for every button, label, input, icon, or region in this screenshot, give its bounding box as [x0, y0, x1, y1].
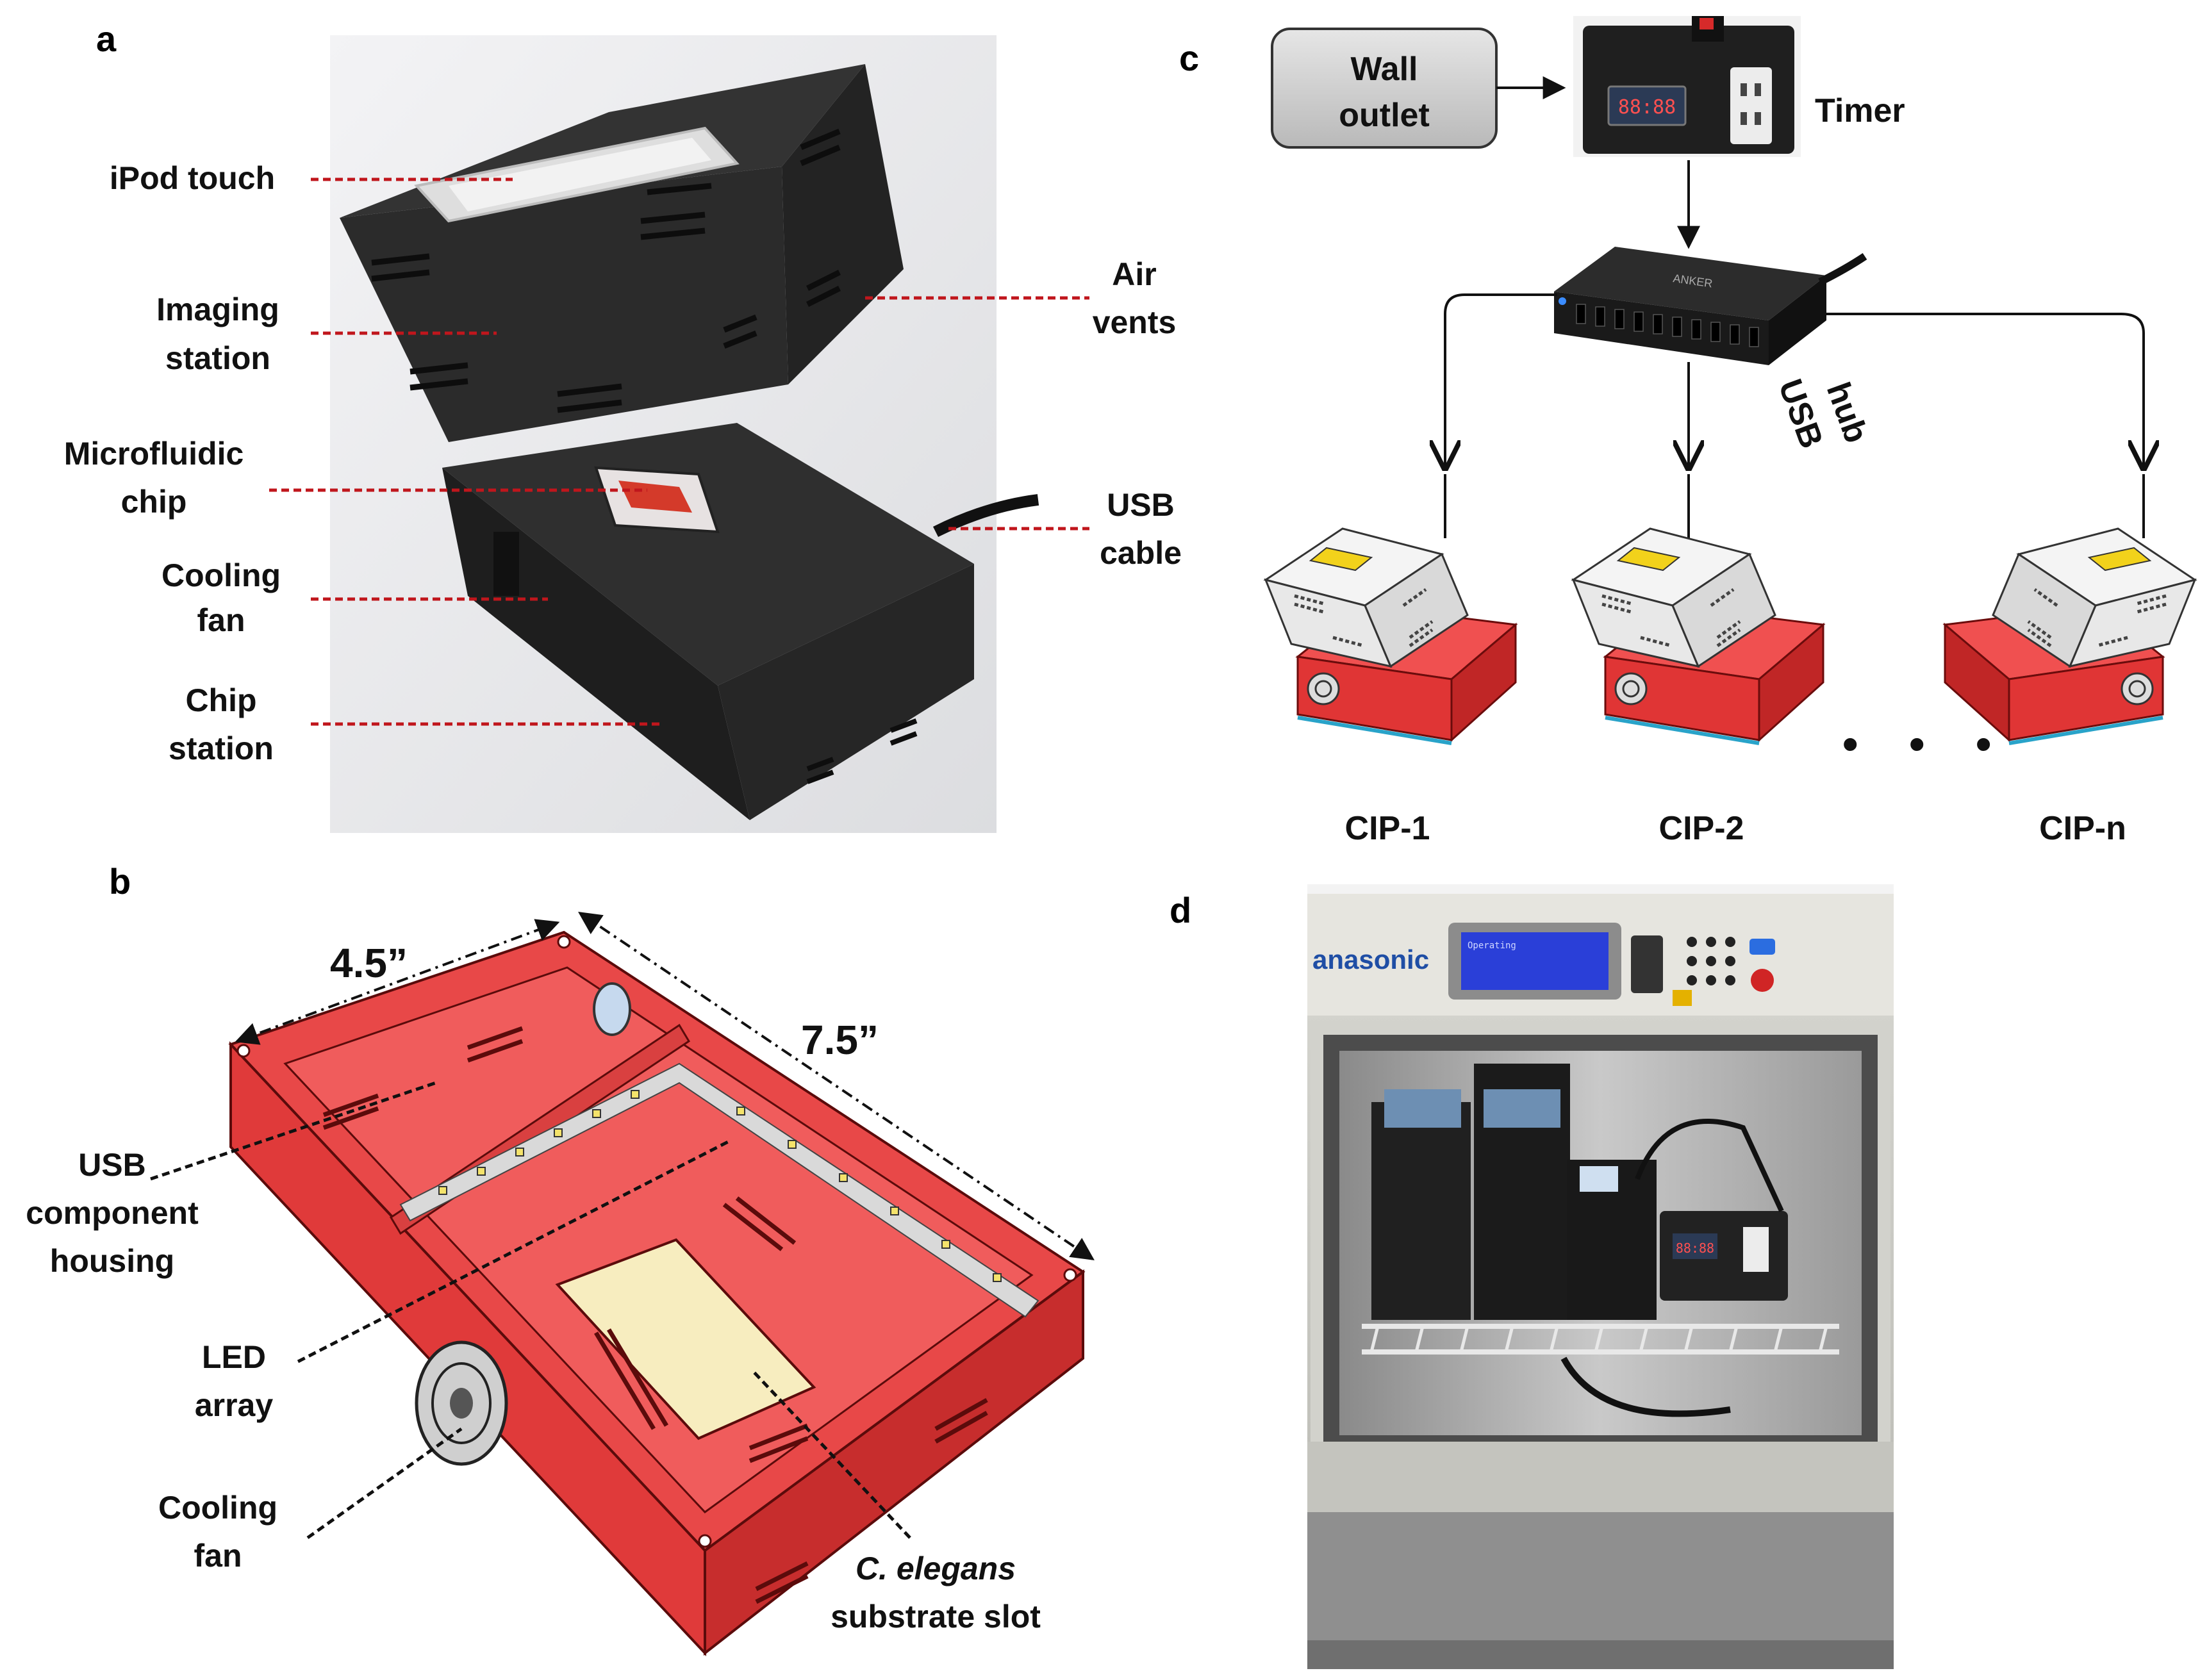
cip-n-render	[1945, 529, 2195, 743]
incubator-brand: anasonic	[1312, 944, 1429, 975]
hub-branch-arrows	[1445, 293, 2144, 538]
panel-a-photo	[330, 35, 1039, 833]
panel-letter-a: a	[96, 19, 117, 59]
timer-display: 88:88	[1618, 96, 1676, 119]
timer-device: 88:88	[1573, 16, 1801, 157]
dimension-length-line	[578, 911, 1095, 1261]
label-ipod-touch: iPod touch	[110, 160, 275, 196]
panel-letter-c: c	[1179, 38, 1199, 78]
wall-outlet-box: Wall outlet	[1271, 28, 1498, 149]
panel-b-chip-station-render	[228, 930, 1086, 1657]
panel-letter-b: b	[109, 861, 131, 902]
timer-label: Timer	[1815, 92, 1905, 129]
label-cip-2: CIP-2	[1659, 810, 1744, 847]
usb-hub-device: ANKER	[1554, 247, 1867, 365]
incubator-timer-display: 88:88	[1676, 1240, 1714, 1256]
dimension-length-label: 7.5”	[801, 1017, 879, 1063]
panel-d-incubator-photo: anasonic Operating 88:88	[1307, 884, 1894, 1669]
label-cip-1: CIP-1	[1345, 810, 1430, 847]
label-cip-n: CIP-n	[2039, 810, 2126, 847]
panel-letter-d: d	[1170, 890, 1191, 930]
dimension-width-label: 4.5”	[330, 940, 408, 986]
wall-outlet-line1: Wall	[1351, 51, 1418, 88]
ellipsis: • • •	[1842, 719, 2010, 769]
leader-usb-component-housing	[150, 1081, 436, 1181]
cip-2-render	[1573, 529, 1823, 743]
panel-b-dimensions: 4.5” 7.5”	[235, 911, 1095, 1261]
leader-cooling-fan-b	[306, 1427, 463, 1540]
usb-hub-label-line1: USB	[1771, 374, 1830, 453]
leader-led-array	[297, 1139, 732, 1363]
cip-1-render	[1266, 529, 1516, 743]
dimension-width-line	[235, 919, 560, 1045]
leader-substrate-slot	[752, 1370, 911, 1539]
wall-outlet-line2: outlet	[1339, 97, 1430, 134]
incubator-display-text: Operating	[1468, 941, 1516, 951]
